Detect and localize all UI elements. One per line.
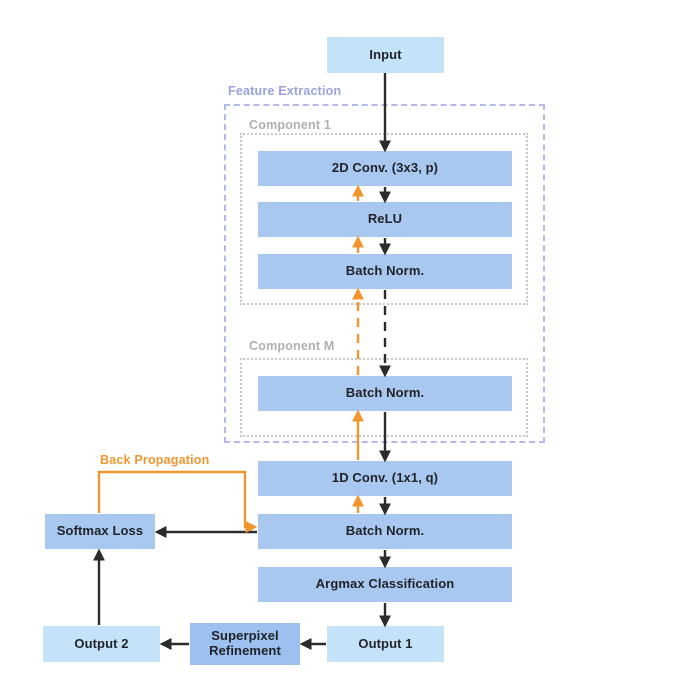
node-superpixel-refinement[interactable]: Superpixel Refinement (190, 623, 300, 665)
node-batch-norm-component-1[interactable]: Batch Norm. (258, 254, 512, 289)
label-component-1: Component 1 (249, 118, 332, 132)
label-back-propagation: Back Propagation (100, 453, 210, 467)
node-argmax-classification[interactable]: Argmax Classification (258, 567, 512, 602)
node-relu[interactable]: ReLU (258, 202, 512, 237)
node-softmax-loss[interactable]: Softmax Loss (45, 514, 155, 549)
node-input[interactable]: Input (327, 37, 444, 73)
node-output-2[interactable]: Output 2 (43, 626, 160, 662)
node-output-1[interactable]: Output 1 (327, 626, 444, 662)
superpixel-line-1: Superpixel (211, 628, 279, 644)
node-batch-norm-component-m[interactable]: Batch Norm. (258, 376, 512, 411)
node-batch-norm-final[interactable]: Batch Norm. (258, 514, 512, 549)
label-component-m: Component M (249, 339, 335, 353)
node-2d-conv[interactable]: 2D Conv. (3x3, p) (258, 151, 512, 186)
label-feature-extraction: Feature Extraction (228, 84, 342, 98)
superpixel-line-2: Refinement (209, 643, 281, 658)
node-1d-conv[interactable]: 1D Conv. (1x1, q) (258, 461, 512, 496)
